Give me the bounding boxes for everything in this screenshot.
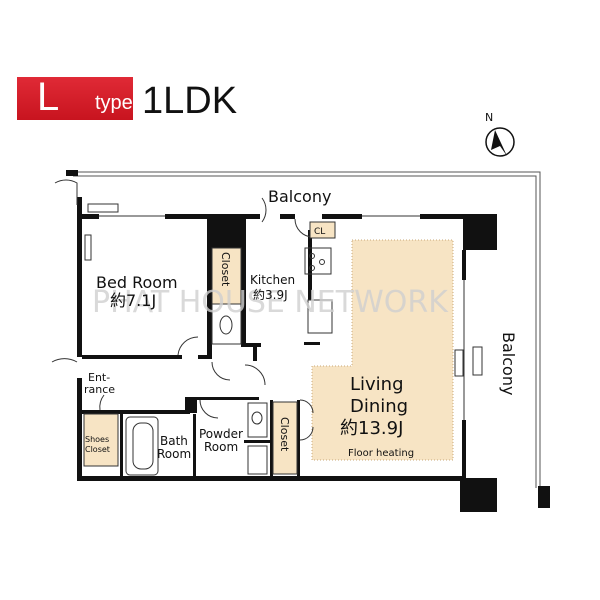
entrance-label-1: Ent- [88,371,110,384]
floor-heating-area [311,239,454,461]
sink-icon [307,299,333,334]
door-icon [177,336,199,356]
shoes-closet-label-1: Shoes [85,435,109,444]
door-icon [199,399,219,419]
bed-room-label: Bed Room [96,273,178,292]
door-icon [99,394,105,411]
type-word: type [95,92,133,114]
plan-type-title: 1LDK [142,80,238,122]
bed-room-size: 約7.1J [110,291,156,310]
ld-closet-label: Closet [278,417,291,452]
door-icon [51,358,78,363]
window-icon [454,349,464,377]
window-icon [84,234,92,261]
kitchen-size: 約3.9J [253,287,288,302]
type-letter: L [37,75,60,119]
entrance-label-2: rance [84,383,115,396]
cl-label: CL [314,227,325,237]
door-icon [211,361,231,381]
living-size: 約13.9J [340,418,403,439]
bath-label-1: Bath [160,434,188,448]
door-icon [54,179,78,205]
door-icon [244,364,266,386]
dining-label: Dining [350,396,408,417]
watermark: PHAT HOUSE NETWORK [92,285,449,320]
balcony-outline [70,171,550,508]
washer-icon [247,445,268,475]
type-badge: L type [17,75,133,120]
living-label: Living [350,374,404,395]
ac-unit-icon [87,203,119,213]
fixtures [51,179,483,476]
floor-heating-label: Floor heating [348,448,414,459]
bathtub-icon [125,416,159,476]
toilet-icon [219,315,233,335]
door-icon [299,399,314,414]
bath-label-2: Room [157,447,191,461]
shoes-closet-label-2: Closet [85,445,110,454]
compass-icon: N [485,111,515,157]
compass-label: N [485,111,493,124]
door-icon [299,426,314,441]
powder-label-1: Powder [199,427,243,441]
washbasin-icon [247,402,268,438]
balcony-top-label: Balcony [268,187,331,206]
kitchen-label: Kitchen [250,273,295,287]
stove-icon [304,247,332,275]
balcony-right-label: Balcony [499,332,518,395]
walls [66,170,497,512]
bed-closet-label: Closet [219,252,232,287]
door-icon [261,197,267,223]
powder-label-2: Room [204,440,238,454]
